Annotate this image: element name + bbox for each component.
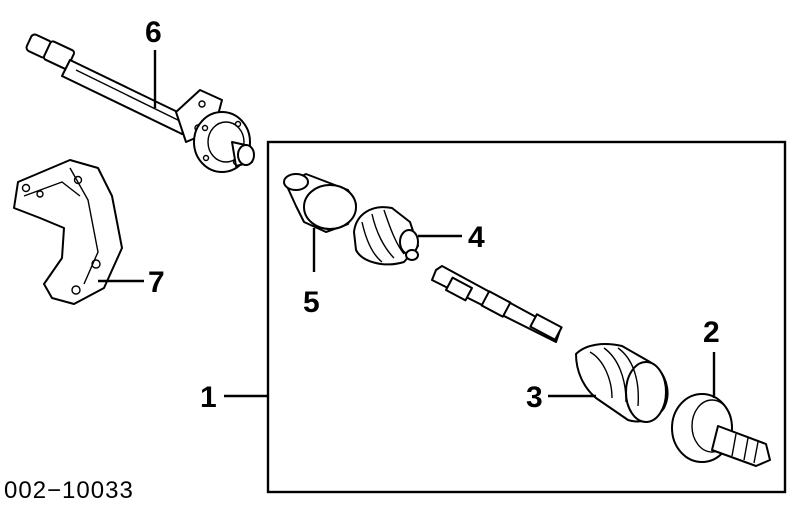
- mounting-bracket[interactable]: [13, 159, 123, 305]
- callout-5: 5: [303, 286, 320, 319]
- callout-3: 3: [526, 381, 543, 414]
- callout-2: 2: [703, 316, 720, 349]
- inner-boot[interactable]: [353, 206, 419, 266]
- outer-cv-joint[interactable]: [671, 393, 771, 467]
- callout-1: 1: [200, 381, 217, 414]
- half-shaft[interactable]: [431, 265, 563, 343]
- callout-4: 4: [468, 221, 485, 254]
- inner-cv-housing[interactable]: [283, 173, 357, 233]
- assembly-box: [266, 140, 787, 494]
- diagram-part-number: 002−10033: [4, 477, 134, 504]
- callout-6: 6: [145, 16, 162, 49]
- leader-lines: [98, 50, 716, 398]
- outer-boot[interactable]: [575, 343, 669, 423]
- callout-7: 7: [148, 266, 165, 299]
- intermediate-shaft[interactable]: [25, 33, 255, 173]
